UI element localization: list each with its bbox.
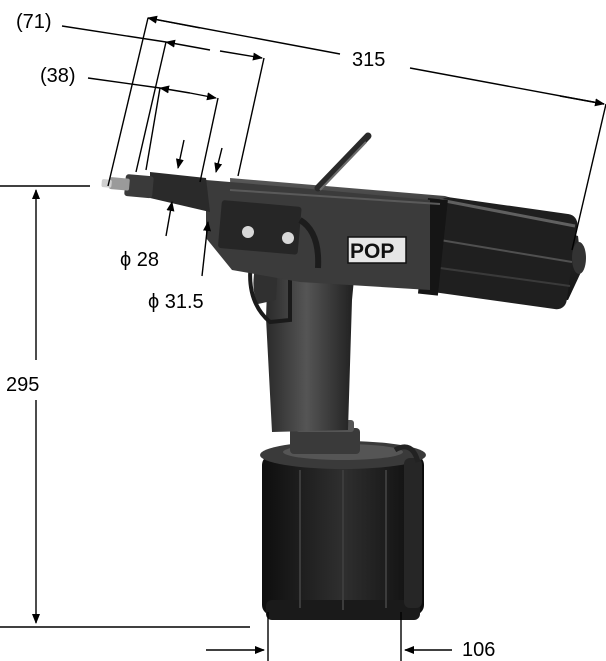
dimension-overall-length-label: 315 [352,49,385,71]
dimension-nose-outer: (71) [16,11,265,177]
dimension-nose-outer-label: (71) [16,11,52,33]
dimension-nose-inner-label: (38) [40,65,76,87]
dimension-diameter-large-label: ϕ 31.5 [148,291,204,313]
brand-label-text: POP [350,240,394,263]
screw-icon [242,226,254,238]
dimension-base-width-label: 106 [462,639,495,661]
tool-base [260,441,426,620]
screw-icon [282,232,294,244]
dimension-base-width: 106 [206,612,495,661]
dimension-overall-length: 315 [107,15,606,251]
dimension-diameter-small: ϕ 28 [120,201,175,271]
dimension-diameter-small-label: ϕ 28 [120,249,159,271]
dimension-nose-inner: (38) [40,65,219,183]
rivet-tool-illustration: POP [101,132,586,620]
dimension-height-label: 295 [6,374,39,396]
dimension-height: 295 [0,185,250,628]
dimension-annotations: 315 (71) (38) ϕ 28 [0,11,606,661]
brand-label: POP [347,236,407,264]
tool-nose [101,172,210,212]
nose-marker-arrows [175,139,223,173]
dimension-diameter-large: ϕ 31.5 [148,221,211,313]
tool-deflector [314,132,372,192]
